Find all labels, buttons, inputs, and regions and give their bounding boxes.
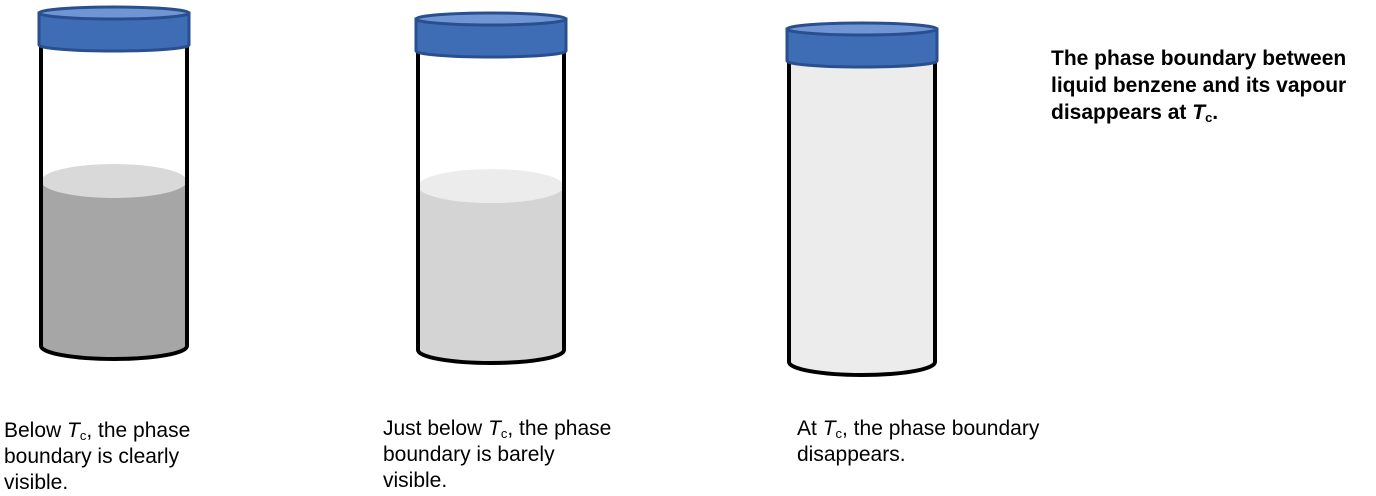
glass-outline-at-tc: [787, 62, 937, 377]
cap-top-below-tc: [37, 5, 191, 21]
cap-body-just-below-tc: [414, 17, 568, 59]
liquid-surface-below-tc: [41, 164, 187, 198]
glass-outline-just-below-tc: [416, 52, 566, 365]
liquid-at-tc: [789, 62, 935, 375]
liquid-just-below-tc: [418, 186, 564, 363]
cap-body-at-tc: [785, 27, 939, 69]
liquid-below-tc: [41, 181, 187, 359]
tube-below-tc: [37, 5, 191, 361]
caption-just-below-tc: Just below Tc, the phase boundary is bar…: [383, 417, 612, 492]
tube-at-tc: [785, 21, 939, 377]
caption-below-tc: Below Tc, the phase boundary is clearly …: [4, 419, 191, 494]
cap-body-below-tc: [37, 11, 191, 53]
liquid-surface-just-below-tc: [418, 169, 564, 204]
caption-at-tc: At Tc, the phase boundary disappears.: [797, 417, 1040, 466]
tube-just-below-tc: [414, 11, 568, 365]
cap-top-at-tc: [785, 21, 939, 37]
diagram-heading: The phase boundary between liquid benzen…: [1051, 47, 1347, 125]
cap-top-just-below-tc: [414, 11, 568, 27]
glass-outline-below-tc: [39, 46, 189, 361]
